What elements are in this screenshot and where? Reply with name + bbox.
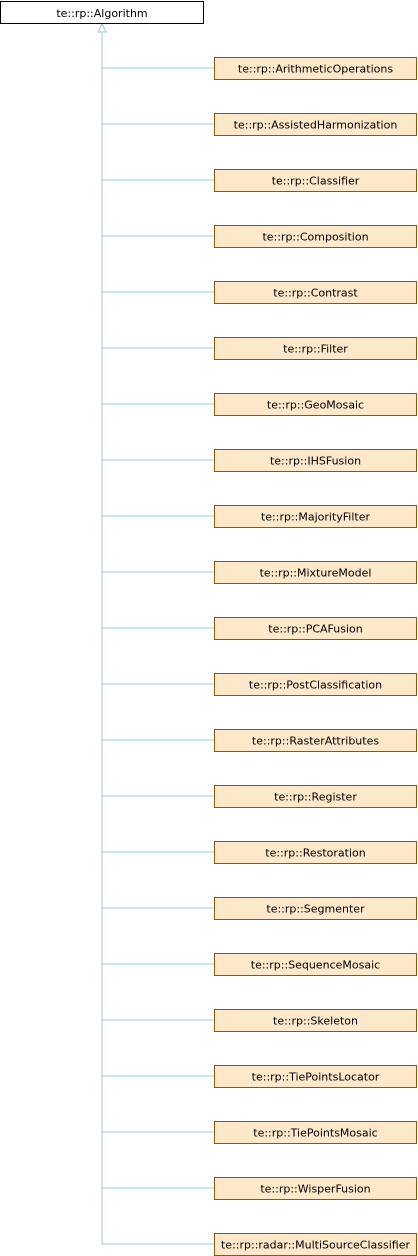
derived-class-label: te::rp::AssistedHarmonization [234, 119, 398, 132]
edge-arrowhead [97, 22, 107, 33]
derived-class-label: te::rp::TiePointsMosaic [253, 1127, 377, 1140]
derived-class-label: te::rp::ArithmeticOperations [238, 63, 393, 76]
derived-class-node[interactable]: te::rp::Filter [214, 337, 417, 360]
derived-class-box [214, 1121, 417, 1144]
derived-class-box [214, 169, 417, 192]
derived-class-label: te::rp::IHSFusion [270, 455, 361, 468]
derived-class-label: te::rp::MixtureModel [260, 567, 372, 580]
derived-class-node[interactable]: te::rp::MajorityFilter [214, 505, 417, 528]
inheritance-edges [97, 22, 214, 1245]
derived-class-node[interactable]: te::rp::PostClassification [214, 673, 417, 696]
derived-class-label: te::rp::radar::MultiSourceClassifier [221, 1239, 410, 1252]
base-class-box [0, 1, 204, 24]
derived-class-box [214, 729, 417, 752]
derived-class-box [214, 505, 417, 528]
derived-class-label: te::rp::Classifier [272, 175, 360, 188]
derived-class-box [214, 1065, 417, 1088]
derived-class-node[interactable]: te::rp::radar::MultiSourceClassifier [214, 1233, 417, 1256]
derived-class-label: te::rp::Composition [262, 231, 368, 244]
derived-class-node[interactable]: te::rp::RasterAttributes [214, 729, 417, 752]
derived-class-box [214, 561, 417, 584]
derived-class-node[interactable]: te::rp::AssistedHarmonization [214, 113, 417, 136]
derived-class-node[interactable]: te::rp::Contrast [214, 281, 417, 304]
derived-class-node[interactable]: te::rp::ArithmeticOperations [214, 57, 417, 80]
derived-class-box [214, 281, 417, 304]
base-class-node[interactable]: te::rp::Algorithm [0, 1, 204, 24]
derived-class-label: te::rp::GeoMosaic [267, 399, 364, 412]
derived-class-node[interactable]: te::rp::Classifier [214, 169, 417, 192]
derived-class-label: te::rp::PCAFusion [268, 623, 362, 636]
derived-class-node[interactable]: te::rp::IHSFusion [214, 449, 417, 472]
derived-class-label: te::rp::TiePointsLocator [252, 1071, 380, 1084]
derived-class-box [214, 617, 417, 640]
derived-class-box [214, 1177, 417, 1200]
derived-class-label: te::rp::SequenceMosaic [251, 959, 380, 972]
derived-class-box [214, 953, 417, 976]
derived-class-node[interactable]: te::rp::GeoMosaic [214, 393, 417, 416]
derived-class-node[interactable]: te::rp::WisperFusion [214, 1177, 417, 1200]
base-class-label: te::rp::Algorithm [56, 7, 147, 20]
derived-class-label: te::rp::RasterAttributes [252, 735, 379, 748]
derived-class-box [214, 449, 417, 472]
derived-class-node[interactable]: te::rp::MixtureModel [214, 561, 417, 584]
derived-class-node[interactable]: te::rp::SequenceMosaic [214, 953, 417, 976]
derived-class-box [214, 673, 417, 696]
derived-class-node[interactable]: te::rp::Register [214, 785, 417, 808]
derived-class-label: te::rp::Contrast [273, 287, 358, 300]
derived-class-box [214, 57, 417, 80]
derived-class-box [214, 1009, 417, 1032]
derived-class-node[interactable]: te::rp::PCAFusion [214, 617, 417, 640]
derived-class-box [214, 113, 417, 136]
derived-class-box [214, 393, 417, 416]
derived-class-node[interactable]: te::rp::TiePointsMosaic [214, 1121, 417, 1144]
derived-class-box [214, 897, 417, 920]
derived-class-label: te::rp::Segmenter [266, 903, 365, 916]
derived-class-node[interactable]: te::rp::Restoration [214, 841, 417, 864]
derived-class-box [214, 785, 417, 808]
derived-class-node[interactable]: te::rp::Segmenter [214, 897, 417, 920]
derived-class-node[interactable]: te::rp::TiePointsLocator [214, 1065, 417, 1088]
derived-class-box [214, 841, 417, 864]
derived-class-label: te::rp::MajorityFilter [261, 511, 371, 524]
derived-class-box [214, 225, 417, 248]
derived-class-label: te::rp::Skeleton [273, 1015, 358, 1028]
derived-class-label: te::rp::Register [274, 791, 357, 804]
derived-class-label: te::rp::WisperFusion [260, 1183, 370, 1196]
derived-class-label: te::rp::Restoration [265, 847, 365, 860]
derived-class-node[interactable]: te::rp::Skeleton [214, 1009, 417, 1032]
derived-class-box [214, 337, 417, 360]
derived-class-label: te::rp::PostClassification [249, 679, 382, 692]
derived-class-label: te::rp::Filter [283, 343, 348, 356]
derived-class-nodes: te::rp::ArithmeticOperationste::rp::Assi… [214, 57, 417, 1256]
derived-class-node[interactable]: te::rp::Composition [214, 225, 417, 248]
